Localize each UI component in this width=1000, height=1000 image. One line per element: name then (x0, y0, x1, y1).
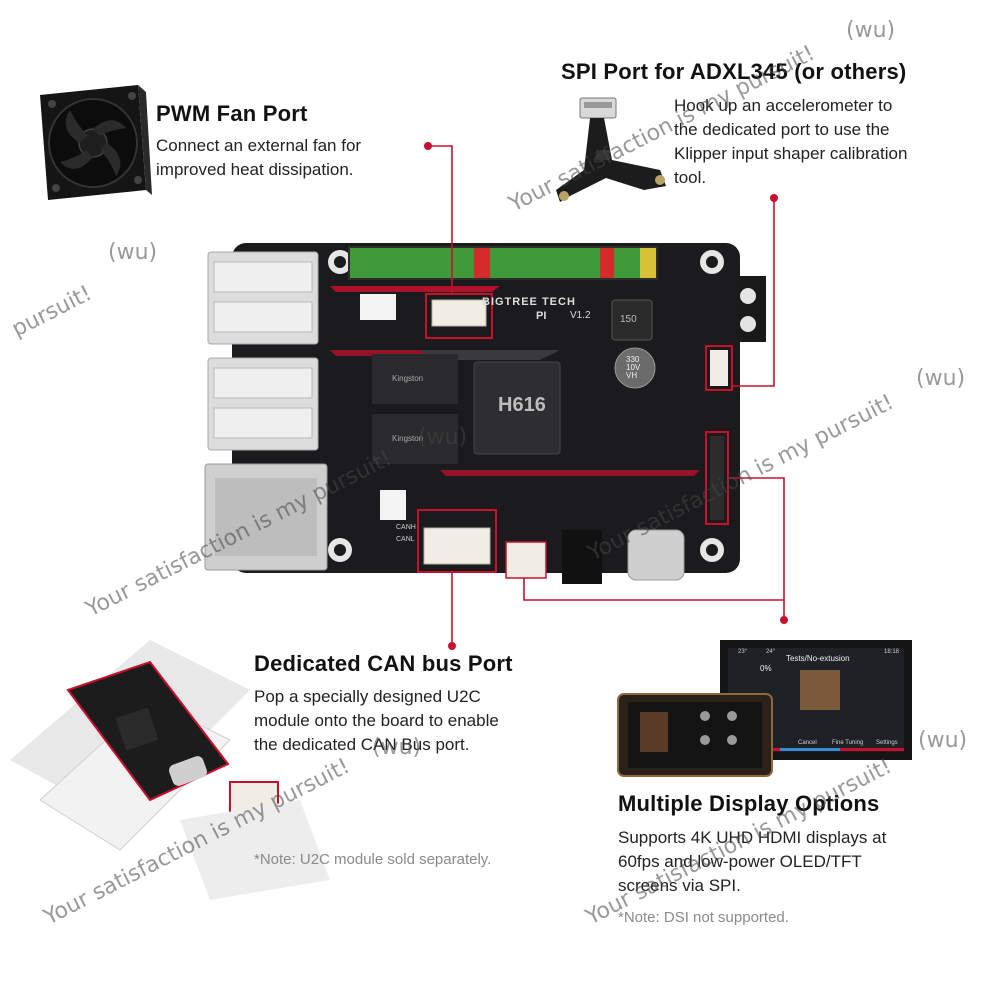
spi-feature-desc: Hook up an accelerometer to the dedicate… (674, 96, 908, 187)
screen-percent: 0% (760, 664, 772, 673)
can-feature: Dedicated CAN bus Port Pop a specially d… (254, 651, 513, 757)
fan-feature-title: PWM Fan Port (156, 101, 308, 126)
can-feature-desc: Pop a specially designed U2C module onto… (254, 687, 499, 754)
gpio-header (348, 246, 658, 280)
display-feature-note: *Note: DSI not supported. (618, 909, 789, 926)
spi-feature-title: SPI Port for ADXL345 (or others) (561, 59, 907, 84)
canl-label: CANL (396, 536, 415, 543)
screen-cancel: Cancel (798, 740, 817, 746)
canh-label: CANH (396, 524, 416, 531)
u2c-module-illustration (10, 640, 330, 900)
screen-time: 18:18 (884, 649, 900, 655)
screen-temp-1: 23° (738, 649, 748, 655)
accelerometer-module-icon (556, 97, 666, 202)
spi-feature: SPI Port for ADXL345 (or others) (561, 59, 906, 85)
fan-feature-desc: Connect an external fan for improved hea… (156, 136, 362, 179)
screen-temp-2: 24° (766, 649, 776, 655)
fan-icon (40, 85, 152, 200)
can-feature-note: *Note: U2C module sold separately. (254, 851, 492, 868)
display-feature-title: Multiple Display Options (618, 791, 880, 816)
screen-settings: Settings (876, 740, 898, 746)
ram-label-2: Kingston (392, 434, 424, 443)
can-feature-title: Dedicated CAN bus Port (254, 651, 513, 676)
screen-fine-tuning: Fine Tuning (832, 740, 864, 746)
display-feature: Multiple Display Options Supports 4K UHD… (618, 791, 886, 898)
board-model: PI (536, 310, 547, 322)
board-version: V1.2 (570, 310, 591, 321)
bigtreetech-pi-board (204, 243, 766, 584)
callout-lines (428, 145, 785, 646)
display-small (617, 693, 773, 777)
soc-label: H616 (498, 394, 546, 416)
screen-header: Tests/No-extusion (786, 654, 850, 663)
board-brand: BIGTREE TECH (482, 296, 576, 308)
display-feature-desc: Supports 4K UHD HDMI displays at 60fps a… (618, 828, 887, 895)
inductor-label: 150 (620, 314, 637, 325)
fan-feature: PWM Fan Port Connect an external fan for… (156, 101, 361, 182)
ram-label-1: Kingston (392, 374, 424, 383)
